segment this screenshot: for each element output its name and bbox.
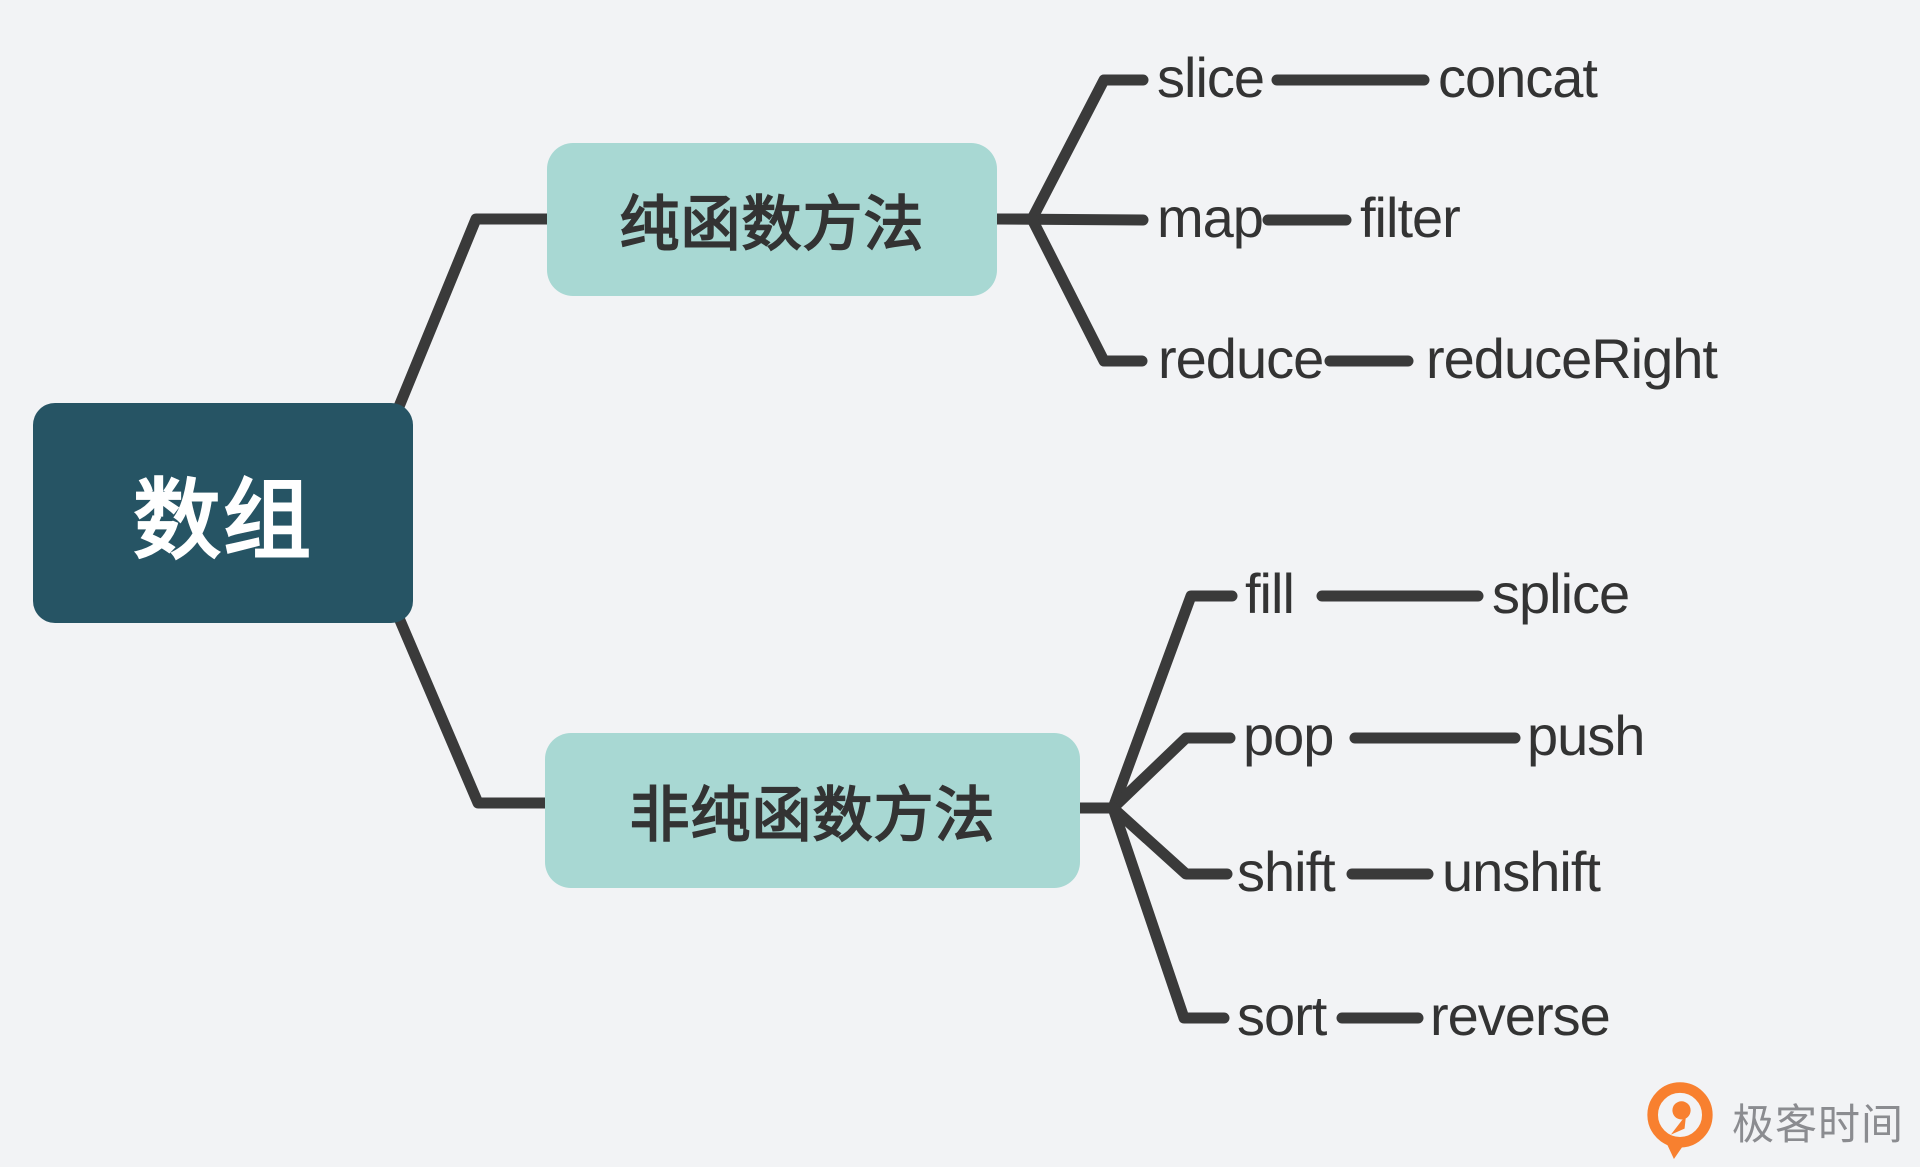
- connector-root-to-pure: [392, 213, 553, 415]
- leaf-label-push: push: [1527, 703, 1645, 767]
- connector-root-to-impure: [393, 612, 551, 809]
- connector-impure-to-sort: [1074, 802, 1230, 1024]
- branch-node-pure-methods: 纯函数方法: [547, 143, 997, 296]
- leaf-label-reverse: reverse: [1430, 983, 1611, 1047]
- leaf-label-concat: concat: [1438, 45, 1598, 109]
- root-node-array: 数组: [33, 403, 413, 623]
- leaf-label-fill: fill: [1245, 561, 1295, 625]
- brand-name: 极客时间: [1732, 1100, 1905, 1148]
- leaf-label-unshift: unshift: [1442, 839, 1601, 903]
- geektime-logo-icon: [1647, 1082, 1713, 1159]
- leaf-label-splice: splice: [1492, 561, 1630, 625]
- connector-impure-to-fill: [1074, 590, 1238, 814]
- leaf-label-sort: sort: [1237, 983, 1327, 1047]
- leaf-label-pop: pop: [1243, 703, 1334, 767]
- brand-watermark: 极客时间: [1642, 1080, 1904, 1162]
- connector-impure-to-shift: [1074, 802, 1233, 880]
- connector-impure-to-pop: [1074, 732, 1236, 814]
- connector-pure-to-reduce: [991, 213, 1148, 367]
- leaf-label-filter: filter: [1360, 185, 1461, 249]
- connector-pure-to-slice: [991, 74, 1149, 225]
- leaf-label-slice: slice: [1157, 45, 1265, 109]
- branch-node-impure-methods: 非纯函数方法: [545, 733, 1080, 888]
- leaf-label-shift: shift: [1237, 839, 1336, 903]
- leaf-label-reduce: reduce: [1158, 326, 1324, 390]
- leaf-label-map: map: [1157, 185, 1264, 249]
- leaf-label-reduceright: reduceRight: [1426, 326, 1718, 390]
